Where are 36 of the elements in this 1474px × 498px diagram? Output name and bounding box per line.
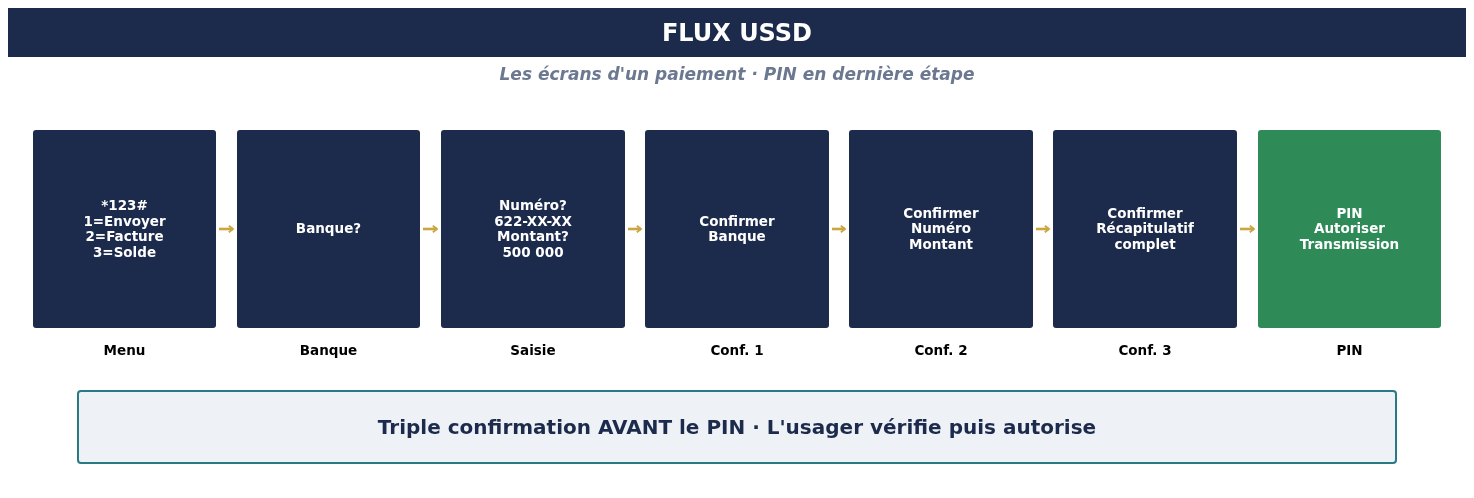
note-box [77, 390, 1397, 464]
title-text: FLUX USSD [661, 18, 813, 47]
step-label: Banque [299, 342, 358, 358]
screen-text: Confirmer [903, 205, 979, 221]
step-label: PIN [1336, 342, 1363, 358]
screen-text: *123# [101, 198, 148, 214]
step-label: Conf. 2 [914, 342, 968, 358]
arrow [628, 224, 642, 234]
arrow [423, 224, 438, 234]
screen-text: Autoriser [1314, 221, 1385, 237]
screen-text: Montant [909, 236, 973, 253]
screen-text: Récapitulatif complet [1095, 221, 1195, 253]
screen-text: Numéro? [499, 198, 567, 214]
arrow [832, 224, 846, 234]
screen-text: Transmission [1299, 236, 1400, 253]
screen-text: 1=Envoyer [83, 213, 166, 229]
screen-text: PIN [1336, 205, 1363, 222]
subtitle-text: Les écrans d'un paiement · PIN en dernière étape [499, 64, 975, 84]
screen-text: Banque [708, 229, 766, 245]
arrow [1240, 224, 1255, 234]
screen-text: Confirmer [1107, 205, 1183, 221]
screen-text: Numéro [910, 221, 972, 237]
screen-text: 3=Solde [92, 244, 157, 260]
note-text: Triple confirmation AVANT le PIN · L'usager vérifie puis autorise [377, 415, 1097, 439]
step-label: Menu [103, 342, 146, 358]
arrow [1036, 224, 1050, 234]
screen-text: Banque? [295, 221, 362, 237]
screen-text: Confirmer [699, 213, 775, 229]
screen-text: 500 000 [502, 244, 564, 260]
step-label: Conf. 1 [710, 342, 764, 358]
screen-text: Montant? [497, 229, 569, 245]
step-label: Conf. 3 [1118, 342, 1172, 358]
step-label: Saisie [510, 342, 556, 358]
screen-text: 622-XX-XX [494, 213, 572, 229]
screen-text: 2=Facture [85, 229, 164, 245]
arrow [219, 224, 234, 234]
